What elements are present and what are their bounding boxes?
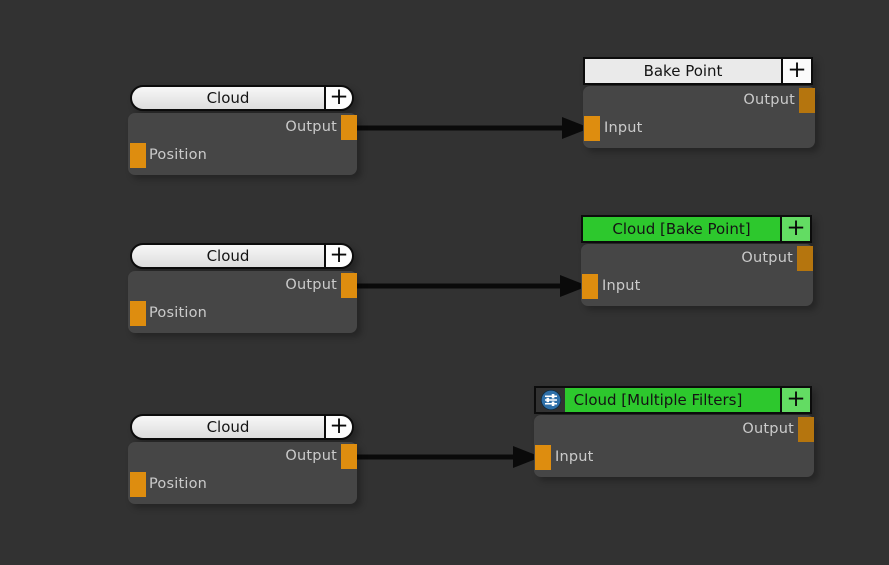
output-port-label: Output — [743, 92, 795, 108]
output-port[interactable] — [341, 115, 357, 140]
position-port[interactable] — [130, 143, 146, 168]
node-header[interactable]: Cloud + — [130, 85, 354, 111]
position-port[interactable] — [130, 472, 146, 497]
output-port-label: Output — [285, 119, 337, 135]
node-body: Output Position — [128, 271, 357, 333]
add-button[interactable]: + — [780, 216, 810, 241]
node-title: Cloud — [132, 245, 324, 267]
connection-cloud3-cloudmultiplefilters[interactable] — [350, 446, 541, 468]
input-port[interactable] — [584, 116, 600, 141]
input-port-label: Input — [602, 278, 641, 294]
position-port[interactable] — [130, 301, 146, 326]
output-port-label: Output — [285, 277, 337, 293]
add-button[interactable]: + — [781, 58, 811, 83]
position-port-label: Position — [149, 147, 208, 163]
node-body: Output Position — [128, 113, 357, 175]
node-header[interactable]: Cloud + — [130, 243, 354, 269]
output-port[interactable] — [341, 273, 357, 298]
output-port[interactable] — [798, 417, 814, 442]
output-port-label: Output — [285, 448, 337, 464]
node-cloud-multiple-filters[interactable]: Cloud [Multiple Filters] + Output Input — [534, 386, 814, 477]
connection-cloud2-cloudbakepoint[interactable] — [350, 275, 588, 297]
node-body: Output Position — [128, 442, 357, 504]
input-port-label: Input — [604, 120, 643, 136]
input-port[interactable] — [535, 445, 551, 470]
node-header[interactable]: Bake Point + — [583, 57, 813, 85]
node-bake-point[interactable]: Bake Point + Output Input — [583, 57, 815, 148]
add-button[interactable]: + — [324, 85, 352, 109]
output-port[interactable] — [797, 246, 813, 271]
add-button[interactable]: + — [780, 387, 810, 412]
node-header[interactable]: Cloud [Bake Point] + — [581, 215, 812, 243]
add-button[interactable]: + — [324, 414, 352, 438]
node-cloud-1[interactable]: Cloud + Output Position — [128, 85, 357, 175]
node-body: Output Input — [583, 86, 815, 148]
node-title: Cloud — [132, 87, 324, 109]
input-port[interactable] — [582, 274, 598, 299]
node-header[interactable]: Cloud [Multiple Filters] + — [534, 386, 812, 414]
node-title: Bake Point — [585, 59, 781, 83]
input-port-label: Input — [555, 449, 594, 465]
node-cloud-3[interactable]: Cloud + Output Position — [128, 414, 357, 504]
connection-cloud1-bakepoint[interactable] — [350, 117, 590, 139]
node-title: Cloud [Multiple Filters] — [565, 388, 780, 412]
output-port-label: Output — [742, 421, 794, 437]
node-cloud-2[interactable]: Cloud + Output Position — [128, 243, 357, 333]
output-port[interactable] — [341, 444, 357, 469]
add-button[interactable]: + — [324, 243, 352, 267]
node-body: Output Input — [534, 415, 814, 477]
node-title: Cloud — [132, 416, 324, 438]
output-port-label: Output — [741, 250, 793, 266]
node-header[interactable]: Cloud + — [130, 414, 354, 440]
node-title: Cloud [Bake Point] — [583, 217, 780, 241]
position-port-label: Position — [149, 305, 208, 321]
position-port-label: Position — [149, 476, 208, 492]
node-body: Output Input — [581, 244, 813, 306]
filters-icon — [540, 389, 562, 411]
node-cloud-bake-point[interactable]: Cloud [Bake Point] + Output Input — [581, 215, 813, 306]
output-port[interactable] — [799, 88, 815, 113]
